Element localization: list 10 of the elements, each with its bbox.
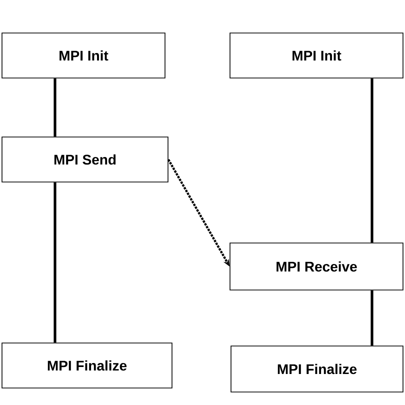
connector-line [370, 290, 374, 346]
process-box: MPI Receive [230, 242, 404, 290]
connector-line [54, 78, 56, 137]
connector-line [370, 78, 374, 243]
connector-line [54, 182, 56, 343]
process-box: MPI Finalize [230, 346, 404, 392]
process-box: MPI Init [2, 32, 166, 78]
process-box: MPI Init [230, 32, 404, 78]
process-box: MPI Finalize [2, 342, 172, 388]
process-box: MPI Send [2, 136, 168, 182]
